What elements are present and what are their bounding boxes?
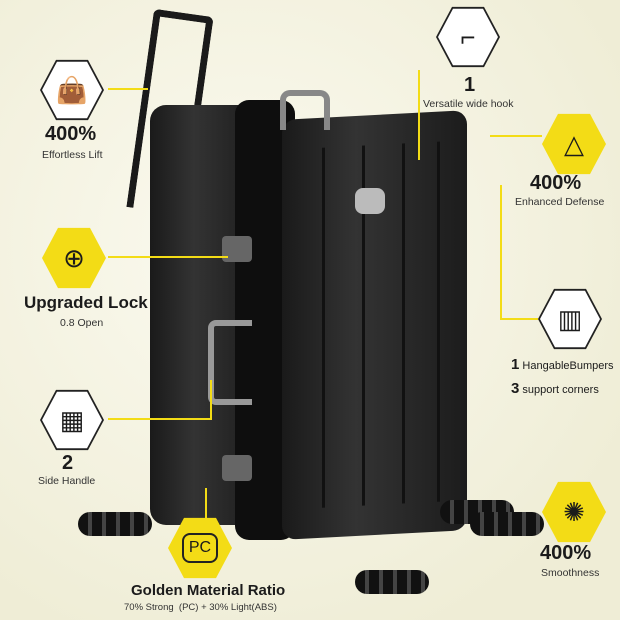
bumpers-line1: 1 HangableBumpers xyxy=(511,356,614,373)
bumpers-count: 1 xyxy=(511,356,520,373)
pc-badge-text: PC xyxy=(181,533,219,563)
lock-bottom xyxy=(222,455,252,481)
side-handle xyxy=(208,320,252,405)
lift-value: 400% xyxy=(45,123,97,145)
lock-title: Upgraded Lock xyxy=(24,293,148,312)
top-handle xyxy=(280,90,330,130)
corner-bumper xyxy=(355,188,385,214)
lift-label: Effortless Lift xyxy=(42,149,103,161)
material-label: 70% Strong (PC) + 30% Light(ABS) xyxy=(124,602,277,613)
lock xyxy=(222,236,252,262)
hook-value: 1 xyxy=(464,74,476,96)
bumpers-label: HangableBumpers xyxy=(522,360,614,372)
corners-label: support corners xyxy=(522,384,599,396)
hook-label: Versatile wide hook xyxy=(423,98,514,110)
wheel-icon: ✺ xyxy=(542,481,606,543)
wheels-label: Smoothness xyxy=(541,567,600,579)
bumpers-line2: 3 support corners xyxy=(511,380,599,397)
callout-line xyxy=(418,70,420,160)
wheels-value: 400% xyxy=(540,542,592,564)
callout-line xyxy=(210,380,212,420)
lock-label: 0.8 Open xyxy=(60,317,104,329)
suitcase-front-shell xyxy=(282,110,467,540)
handle-label: Side Handle xyxy=(38,475,96,487)
corners-count: 3 xyxy=(511,380,520,397)
triangle-shield-icon: △ xyxy=(542,113,606,175)
material-title: Golden Material Ratio xyxy=(131,582,286,599)
defense-value: 400% xyxy=(530,172,582,194)
callout-line xyxy=(500,185,502,320)
wheel xyxy=(78,512,152,536)
wheel xyxy=(355,570,429,594)
callout-line xyxy=(500,318,538,320)
bumper-icon: ▥ xyxy=(538,288,602,350)
handle-value: 2 xyxy=(62,452,74,474)
callout-line xyxy=(108,418,212,420)
callout-line xyxy=(490,135,542,137)
wheel xyxy=(470,512,544,536)
callout-line xyxy=(108,88,148,90)
callout-line xyxy=(205,488,207,518)
callout-line xyxy=(108,256,228,258)
defense-label: Enhanced Defense xyxy=(515,196,605,208)
